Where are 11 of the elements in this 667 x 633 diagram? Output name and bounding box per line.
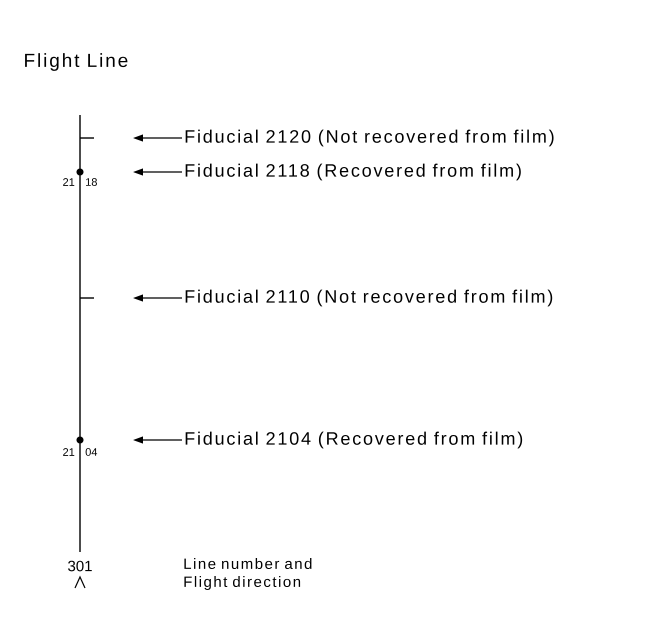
title: Flight Line	[25, 53, 128, 71]
line-number: 301	[68, 560, 92, 572]
time-label: 04	[86, 448, 98, 456]
time-label: 21	[63, 178, 74, 186]
time-label: 21	[63, 448, 74, 456]
note: Line number and Flight direction	[184, 558, 312, 590]
time-label: 18	[86, 178, 97, 186]
fiducial-label: Fiducial 2118 (Recovered from film)	[186, 164, 521, 180]
fiducial-label: Fiducial 2120 (Not recovered from film)	[186, 130, 554, 146]
fiducial-label: Fiducial 2110 (Not recovered from film)	[186, 290, 552, 306]
fiducial-label: Fiducial 2104 (Recovered from film)	[186, 432, 522, 448]
